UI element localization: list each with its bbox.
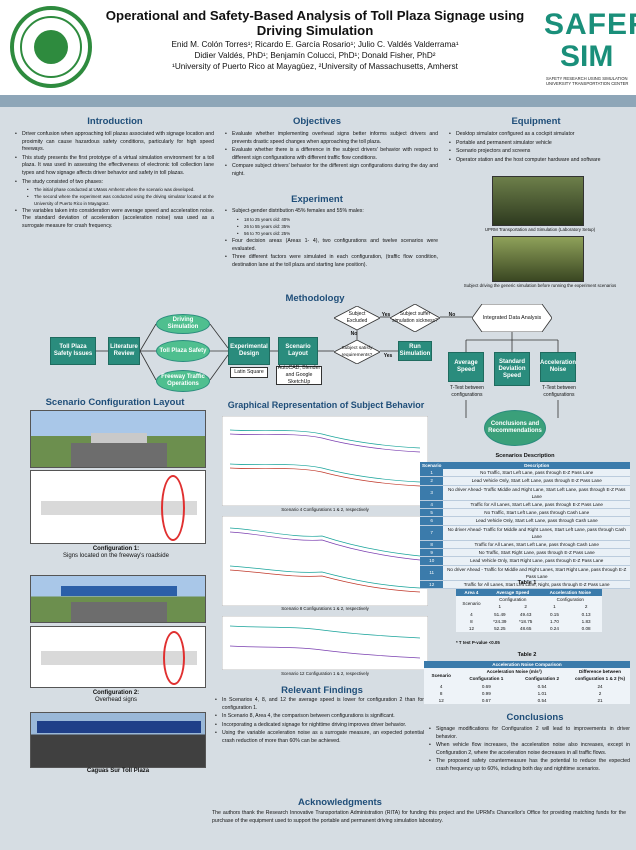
findings-text: In Scenarios 4, 8, and 12 the average sp…	[214, 697, 424, 747]
conclusions-text: Signage modifications for Configuration …	[428, 726, 630, 775]
scenario8-caption: Scenario 8 Configurations 1 & 2, respect…	[281, 606, 369, 611]
requirements-label: Subject satisfy requirements?	[341, 346, 373, 358]
scenario4-caption: Scenario 4 Configurations 1 & 2, respect…	[281, 507, 369, 512]
poster-header: Operational and Safety-Based Analysis of…	[0, 0, 636, 95]
scenarios-table-title: Scenarios Description	[495, 453, 555, 459]
conclusions-recommendations-node: Conclusions and Recommendations	[484, 410, 546, 446]
ttest-label-1: T-Test between configurations	[450, 385, 484, 398]
objectives-heading: Objectives	[292, 116, 342, 127]
methodology-heading: Methodology	[285, 293, 345, 304]
requirements-diamond	[334, 340, 380, 364]
no-label-1: No	[448, 311, 456, 318]
caguas-toll-plaza-photo	[30, 712, 206, 768]
driving-simulation-node: Driving Simulation	[156, 314, 210, 334]
equipment-text: Desktop simulator configured as a cockpi…	[448, 131, 630, 165]
findings-heading: Relevant Findings	[281, 685, 363, 696]
run-simulation-box: Run Simulation	[398, 341, 432, 361]
integrated-analysis-label: Integrated Data Analysis	[482, 314, 542, 321]
experimental-design-box: Experimental Design	[228, 337, 270, 365]
subject-excluded-label: Subject Excluded	[346, 311, 368, 324]
conclusions-heading: Conclusions	[506, 712, 564, 723]
config2-plan-view	[30, 626, 206, 688]
introduction-text: Driver confusion when approaching toll p…	[14, 131, 214, 232]
config1-3d-view	[30, 410, 206, 468]
yes-label-1: Yes	[381, 311, 391, 318]
config1-plan-view	[30, 470, 206, 544]
graphs-heading: Graphical Representation of Subject Beha…	[227, 400, 425, 410]
software-box: AutoCAD, Blender and Google SketchUp	[276, 365, 322, 385]
integrated-analysis-hexagon	[472, 304, 552, 332]
subject-driving-caption: Subject driving the generic simulation b…	[463, 283, 617, 288]
table1-title: Table 1	[517, 580, 537, 586]
ttest-label-2: T-Test between configurations	[542, 385, 576, 398]
lab-setup-caption: UPRM Transportation and Simulation (Labo…	[484, 227, 596, 232]
scenario12-graph	[222, 616, 428, 670]
subject-excluded-diamond	[334, 306, 380, 330]
scenario4-graph	[222, 416, 428, 506]
scenario8-graph	[222, 516, 428, 606]
literature-review-box: Literature Review	[108, 337, 140, 365]
acknowledgments-text: The authors thank the Research Innovativ…	[212, 810, 626, 824]
table2-title: Table 2	[517, 652, 537, 658]
average-speed-box: Average Speed	[448, 352, 484, 382]
toll-plaza-safety-issues-box: Toll Plaza Safety Issues	[50, 337, 96, 365]
header-divider	[0, 95, 636, 107]
scenario-layout-heading: Scenario Configuration Layout	[45, 397, 185, 408]
latin-square-box: Latin Square	[230, 367, 268, 378]
caguas-caption: Caguas Sur Toll Plaza	[86, 768, 150, 774]
acknowledgments-heading: Acknowledgments	[298, 797, 382, 808]
accel-noise-box: Acceleration Noise	[540, 352, 576, 382]
toll-plaza-safety-node: Toll Plaza Safety	[156, 340, 210, 362]
poster-title: Operational and Safety-Based Analysis of…	[105, 8, 525, 38]
table1: Area 4 Average Speed Acceleration Noise …	[456, 589, 602, 633]
objectives-text: Evaluate whether implementing overhead s…	[224, 131, 438, 180]
config1-caption: Configuration 1: Signs located on the fr…	[63, 546, 169, 559]
sickness-diamond	[390, 304, 440, 332]
safersim-logo: SAFER SIM SAFETY RESEARCH USING SIMULATI…	[544, 8, 636, 87]
freeway-traffic-operations-node: Freeway Traffic Operations	[156, 370, 210, 392]
university-seal-logo	[10, 6, 92, 88]
std-speed-box: Standard Deviation Speed	[494, 352, 530, 386]
config2-3d-view	[30, 575, 206, 623]
author-list: Enid M. Colón Torres¹; Ricardo E. García…	[171, 40, 459, 71]
table1-note: * T test P-value <0.05	[456, 640, 500, 645]
flow-connectors	[94, 316, 559, 418]
lab-setup-photo	[492, 176, 584, 226]
table2: Acceleration Noise Comparison Scenario A…	[424, 661, 630, 705]
no-label-2: No	[350, 330, 358, 337]
experiment-heading: Experiment	[291, 194, 343, 205]
sickness-label: Subject suffer simulation sickness?	[392, 311, 438, 324]
equipment-heading: Equipment	[511, 116, 561, 127]
yes-label-2: Yes	[383, 352, 393, 359]
config2-caption: Configuration 2: Overhead signs	[92, 690, 140, 703]
scenario12-caption: Scenario 12 Configuration 1 & 2, respect…	[281, 671, 369, 676]
subject-driving-photo	[492, 236, 584, 282]
scenario-layout-box: Scenario Layout	[278, 337, 318, 365]
introduction-heading: Introduction	[87, 116, 143, 127]
experiment-text: Subject-gender distribution 45% females …	[224, 208, 438, 271]
